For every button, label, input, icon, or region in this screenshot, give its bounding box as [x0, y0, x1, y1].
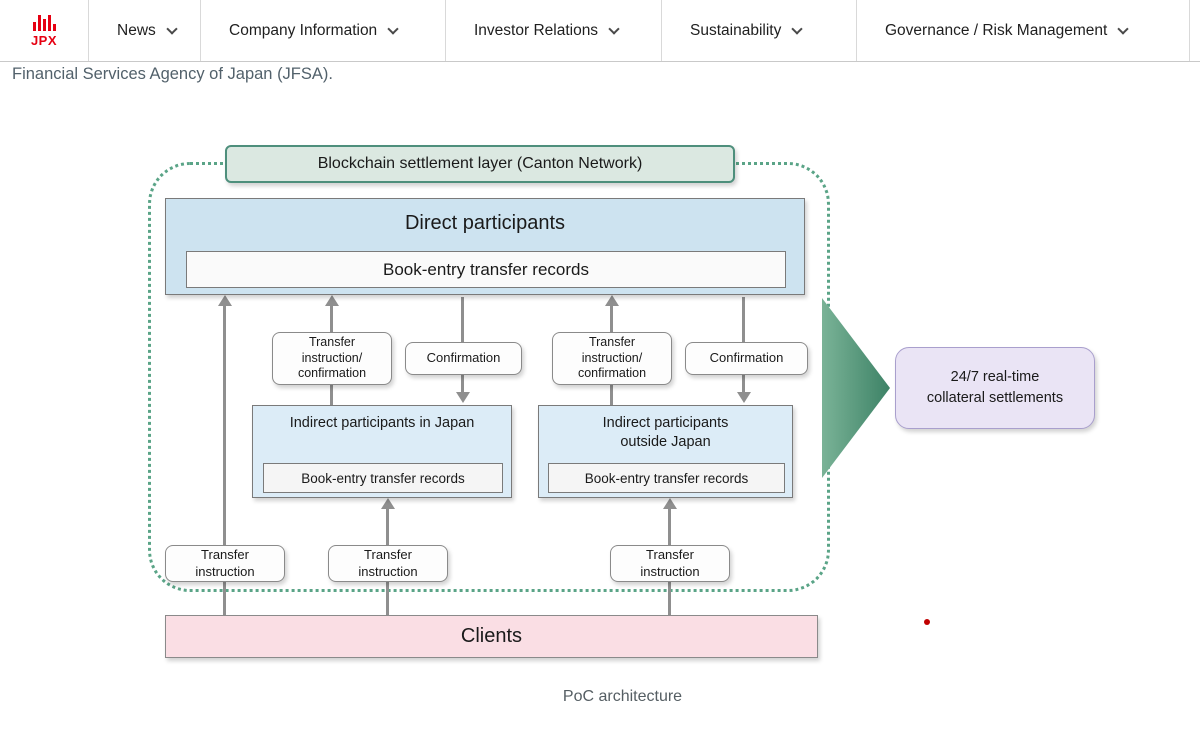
- nav-item-news[interactable]: News: [88, 0, 200, 61]
- arrow-down-icon: [737, 392, 751, 403]
- indirect-japan-title: Indirect participants in Japan: [289, 415, 475, 431]
- confirmation-box-right: Confirmation: [685, 342, 808, 375]
- direct-participants-title: Direct participants: [404, 212, 566, 234]
- transfer-instruction-box-1: Transfer instruction: [165, 545, 285, 582]
- arrow-up-icon: [325, 295, 339, 306]
- nav-item-label: Sustainability: [690, 21, 782, 39]
- arrow-down-icon: [456, 392, 470, 403]
- nav-item-investor-relations[interactable]: Investor Relations: [445, 0, 661, 61]
- intro-text: Financial Services Agency of Japan (JFSA…: [12, 65, 333, 83]
- indirect-outside-book-entry-records-box: Book-entry transfer records: [548, 463, 785, 493]
- settlement-layer-header: Blockchain settlement layer (Canton Netw…: [225, 145, 735, 183]
- red-dot: [924, 619, 930, 625]
- transfer-instruction-box-2: Transfer instruction: [328, 545, 448, 582]
- indirect-japan-book-entry-records-box: Book-entry transfer records: [263, 463, 503, 493]
- indirect-participants-outside-box: Indirect participants outside Japan Book…: [538, 405, 793, 498]
- transfer-instruction-box-3: Transfer instruction: [610, 545, 730, 582]
- nav-item-company-information[interactable]: Company Information: [200, 0, 445, 61]
- confirmation-box-left: Confirmation: [405, 342, 522, 375]
- outcome-box: 24/7 real-time collateral settlements: [895, 347, 1095, 429]
- direct-book-entry-records-box: Book-entry transfer records: [186, 251, 786, 288]
- nav-item-sustainability[interactable]: Sustainability: [661, 0, 856, 61]
- nav-item-label: Governance / Risk Management: [885, 21, 1108, 39]
- nav-item-label: Company Information: [229, 21, 378, 39]
- big-right-arrow-icon: [822, 298, 890, 478]
- diagram-caption: PoC architecture: [562, 688, 683, 705]
- nav-item-label: Investor Relations: [474, 21, 599, 39]
- clients-box: Clients: [165, 615, 818, 658]
- transfer-instruction-confirmation-box-left: Transfer instruction/ confirmation: [272, 332, 392, 385]
- arrow-up-icon: [218, 295, 232, 306]
- indirect-participants-japan-box: Indirect participants in Japan Book-entr…: [252, 405, 512, 498]
- nav-item-label: News: [117, 21, 156, 39]
- direct-participants-box: Direct participants Book-entry transfer …: [165, 198, 805, 295]
- flow-line-clients-to-direct: [223, 306, 226, 615]
- transfer-instruction-confirmation-box-right: Transfer instruction/ confirmation: [552, 332, 672, 385]
- jpx-logo[interactable]: JPX: [0, 0, 88, 61]
- arrow-up-icon: [605, 295, 619, 306]
- top-navbar: JPX News Company Information Investor Re…: [0, 0, 1200, 62]
- arrow-up-icon: [381, 498, 395, 509]
- arrow-up-icon: [663, 498, 677, 509]
- indirect-outside-title: Indirect participants outside Japan: [602, 415, 729, 450]
- nav-item-governance-risk-management[interactable]: Governance / Risk Management: [856, 0, 1190, 61]
- jpx-logo-icon: [32, 14, 56, 31]
- jpx-logo-text: JPX: [30, 32, 58, 48]
